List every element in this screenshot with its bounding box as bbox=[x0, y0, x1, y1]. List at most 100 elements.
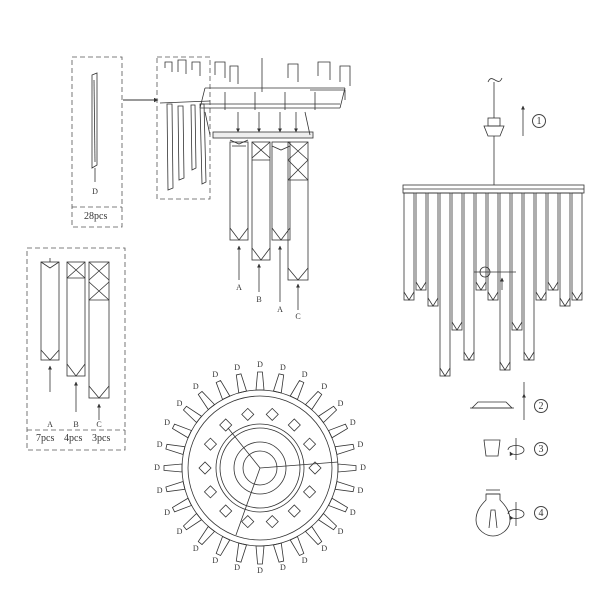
ring-crystal-label: D bbox=[321, 543, 328, 553]
crystal-c-quantity: 3pcs bbox=[92, 433, 111, 444]
ring-crystal bbox=[289, 379, 305, 401]
ring-crystal bbox=[337, 463, 357, 473]
ring-crystal bbox=[334, 443, 355, 456]
ring-crystal bbox=[163, 463, 183, 473]
ring-crystal bbox=[255, 371, 265, 391]
crystal-d-quantity: 28pcs bbox=[84, 211, 108, 222]
ring-crystal-label: D bbox=[280, 563, 286, 573]
ring-crystal-label: D bbox=[234, 362, 240, 372]
ring-crystal-label: D bbox=[192, 543, 199, 553]
rotate-arrow-icon-2 bbox=[507, 502, 525, 526]
ring-crystal bbox=[334, 480, 355, 493]
ring-crystal bbox=[304, 390, 323, 411]
side-crystal bbox=[499, 192, 511, 371]
ring-crystal bbox=[182, 405, 203, 424]
ring-crystal-label: D bbox=[301, 370, 308, 380]
ring-crystal-label: D bbox=[156, 440, 163, 450]
crystal-a-quantity: 7pcs bbox=[36, 433, 55, 444]
side-crystal bbox=[535, 192, 547, 301]
side-crystal bbox=[403, 192, 415, 301]
ring-crystal bbox=[171, 423, 193, 439]
crystal-c-label: C bbox=[96, 420, 102, 429]
side-crystal bbox=[463, 192, 475, 361]
ring-crystal-label: D bbox=[357, 440, 364, 450]
ring-crystal-label: D bbox=[176, 398, 183, 408]
ring-crystal-label: D bbox=[212, 370, 219, 380]
inner-crystal bbox=[219, 504, 233, 518]
inner-crystal bbox=[241, 515, 255, 529]
frame-assembly bbox=[199, 58, 351, 310]
ring-crystal bbox=[165, 480, 186, 493]
hanging-label-a: A bbox=[236, 283, 242, 292]
ring-crystal-label: D bbox=[176, 527, 183, 537]
side-crystal bbox=[451, 192, 463, 331]
crystal-b-icon bbox=[66, 261, 86, 412]
ring-crystal bbox=[272, 542, 285, 563]
inner-crystal bbox=[302, 437, 317, 451]
step-3-badge: 3 bbox=[534, 442, 548, 456]
ring-crystal-label: D bbox=[349, 418, 356, 428]
light-bulb-icon bbox=[475, 489, 511, 537]
ring-crystal-label: D bbox=[349, 507, 356, 517]
inner-crystal bbox=[265, 407, 279, 421]
inner-crystal bbox=[308, 461, 322, 475]
canopy-plate-icon bbox=[470, 401, 514, 409]
hanging-label-b: B bbox=[256, 295, 262, 304]
step-1-badge: 1 bbox=[532, 114, 546, 128]
crystal-a-hanging bbox=[229, 139, 249, 241]
ring-crystal-label: D bbox=[337, 527, 344, 537]
ring-crystal-label: D bbox=[257, 360, 263, 369]
side-crystal bbox=[487, 192, 499, 301]
ring-crystal-label: D bbox=[357, 485, 364, 495]
ring-crystal bbox=[215, 535, 231, 557]
crystal-b-quantity: 4pcs bbox=[64, 433, 83, 444]
ring-top-view bbox=[163, 371, 357, 565]
crystal-a2-hanging bbox=[271, 141, 291, 241]
side-crystal bbox=[547, 192, 559, 291]
inner-crystal bbox=[219, 418, 233, 432]
hanging-label-c: C bbox=[295, 312, 301, 321]
ring-crystal-label: D bbox=[234, 563, 240, 573]
side-crystal bbox=[523, 192, 535, 361]
inner-crystal bbox=[287, 418, 301, 432]
inner-crystal bbox=[203, 437, 218, 451]
crystal-d-label: D bbox=[92, 187, 98, 196]
crystal-a-icon bbox=[40, 258, 60, 392]
socket-cover-icon bbox=[483, 439, 501, 457]
ring-crystal-label: D bbox=[337, 398, 344, 408]
ring-crystal bbox=[197, 390, 216, 411]
crystal-a-label: A bbox=[47, 420, 53, 429]
ring-crystal bbox=[255, 545, 265, 565]
ring-crystal bbox=[165, 443, 186, 456]
step-icons bbox=[470, 105, 526, 537]
inner-crystal bbox=[241, 407, 255, 421]
crystal-d-icon bbox=[91, 72, 98, 182]
ring-crystal bbox=[215, 379, 231, 401]
ring-crystal bbox=[327, 497, 349, 513]
side-crystal bbox=[571, 192, 583, 301]
inner-crystal bbox=[265, 515, 279, 529]
ring-crystal bbox=[197, 525, 216, 546]
ring-crystal bbox=[235, 542, 248, 563]
side-crystal bbox=[427, 192, 439, 307]
rotate-arrow-icon bbox=[507, 438, 525, 460]
ring-crystal bbox=[235, 373, 248, 394]
crystal-b-hanging bbox=[251, 141, 271, 261]
side-crystal bbox=[511, 192, 523, 331]
crystal-b-label: B bbox=[73, 420, 79, 429]
ring-crystal-label: D bbox=[154, 463, 160, 472]
ring-crystal bbox=[289, 535, 305, 557]
inner-crystal bbox=[302, 485, 317, 499]
side-crystal bbox=[559, 192, 571, 307]
ring-crystal bbox=[327, 423, 349, 439]
ring-crystal-label: D bbox=[257, 566, 263, 575]
chandelier-side-view bbox=[402, 77, 585, 395]
ring-crystal-label: D bbox=[192, 382, 199, 392]
ring-crystal-label: D bbox=[280, 362, 286, 372]
side-crystal bbox=[439, 192, 451, 377]
ring-crystal-label: D bbox=[164, 507, 171, 517]
crystal-c-icon bbox=[88, 261, 110, 420]
inner-crystal bbox=[198, 461, 212, 475]
